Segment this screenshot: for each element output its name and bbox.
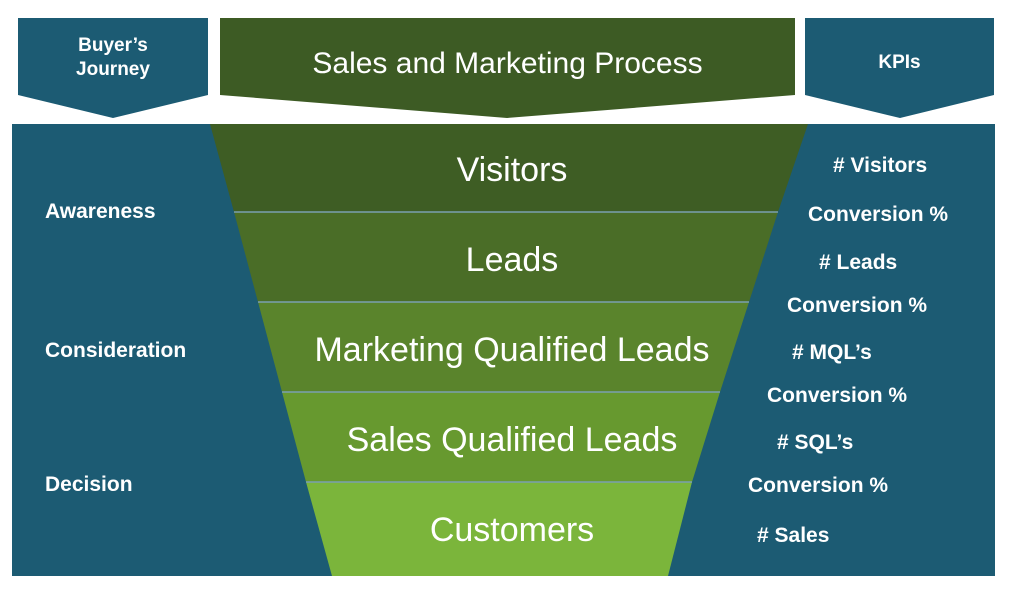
kpi-visitors: # Visitors bbox=[833, 154, 928, 177]
kpi-sales: # Sales bbox=[757, 524, 830, 547]
journey-stage-awareness: Awareness bbox=[45, 200, 156, 223]
kpi-conversion-1: Conversion % bbox=[808, 203, 949, 226]
funnel-band-visitors bbox=[210, 124, 808, 212]
kpis-header: KPIs bbox=[878, 52, 921, 73]
funnel-band-customers bbox=[306, 482, 692, 576]
kpi-conversion-2: Conversion % bbox=[787, 294, 928, 317]
funnel-label-leads: Leads bbox=[465, 241, 559, 279]
kpi-sqls: # SQL’s bbox=[777, 431, 854, 454]
process-header: Sales and Marketing Process bbox=[312, 47, 703, 80]
funnel-label-customers: Customers bbox=[429, 511, 595, 549]
funnel-label-mql: Marketing Qualified Leads bbox=[314, 331, 710, 369]
funnel-label-visitors: Visitors bbox=[456, 151, 568, 189]
buyers-journey-chevron bbox=[18, 18, 208, 118]
funnel-band-sql bbox=[282, 392, 720, 482]
buyers-journey-header: Buyer’s Journey bbox=[76, 35, 150, 80]
kpi-leads: # Leads bbox=[819, 251, 898, 274]
kpi-conversion-4: Conversion % bbox=[748, 474, 889, 497]
funnel-band-leads bbox=[234, 212, 778, 302]
funnel-label-sql: Sales Qualified Leads bbox=[346, 421, 678, 459]
kpi-mqls: # MQL’s bbox=[792, 341, 872, 364]
journey-stage-consideration: Consideration bbox=[45, 339, 187, 362]
kpi-conversion-3: Conversion % bbox=[767, 384, 908, 407]
process-chevron bbox=[220, 18, 795, 118]
kpis-chevron bbox=[805, 18, 994, 118]
journey-stage-decision: Decision bbox=[45, 473, 133, 496]
funnel-band-mql bbox=[258, 302, 749, 392]
